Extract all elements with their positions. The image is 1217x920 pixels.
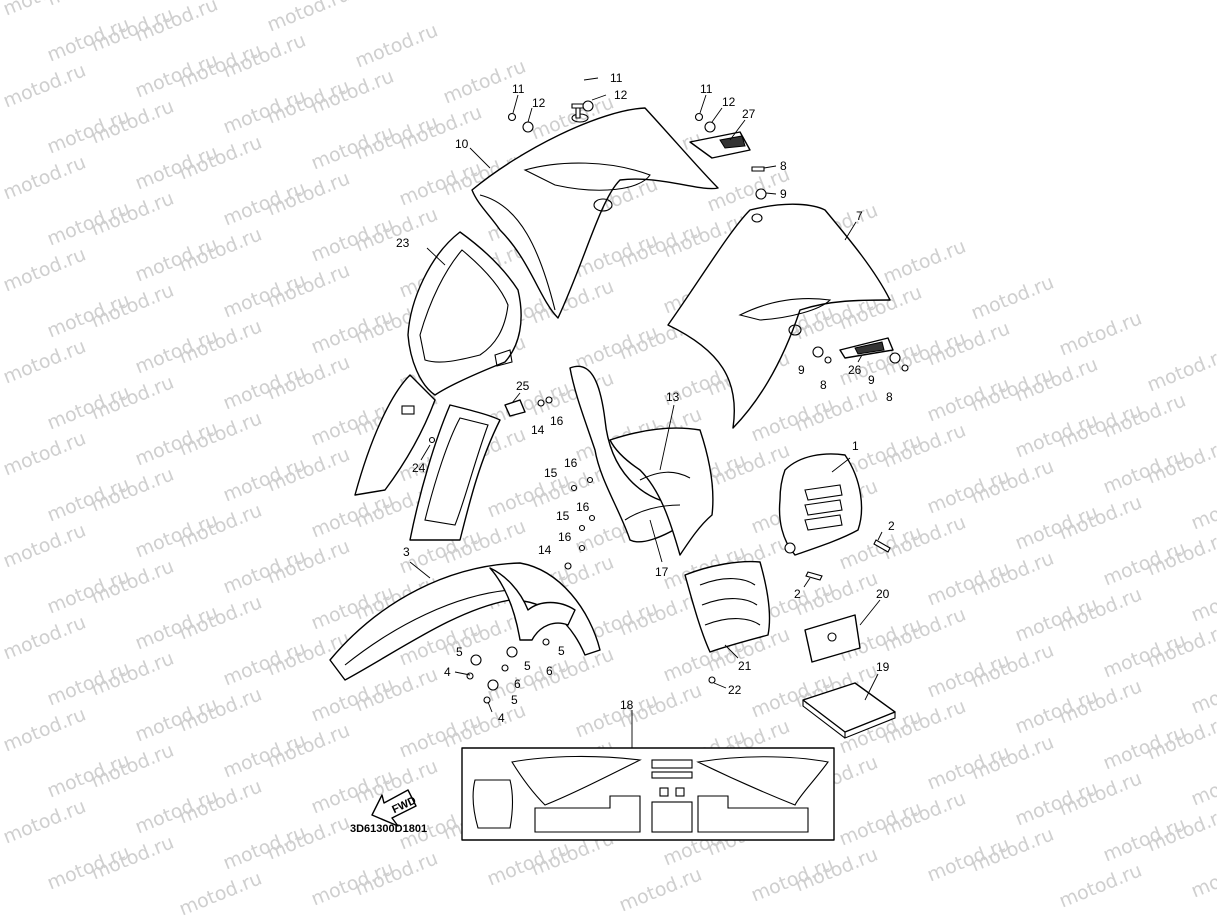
callout-12-b: 12 [614, 88, 628, 102]
callout-1: 1 [852, 439, 859, 453]
callout-26: 26 [848, 363, 862, 377]
callout-19: 19 [876, 660, 890, 674]
part-upper-cowl [471, 107, 719, 319]
callout-10: 10 [455, 137, 469, 151]
callout-13: 13 [666, 390, 680, 404]
callout-3: 3 [403, 545, 410, 559]
callout-2-a: 2 [888, 519, 895, 533]
callout-11-c: 11 [700, 82, 713, 96]
callout-20: 20 [876, 587, 890, 601]
part-side-panel [667, 203, 891, 429]
callout-5-b: 5 [558, 644, 565, 658]
callout-6-b: 6 [514, 677, 521, 691]
part-25-clip [504, 399, 526, 417]
callout-22: 22 [728, 683, 742, 697]
callout-4-b: 4 [498, 711, 505, 725]
callout-6-a: 6 [546, 664, 553, 678]
callout-2-b: 2 [794, 587, 801, 601]
callout-5-a: 5 [456, 645, 463, 659]
part-decal-sheet [461, 747, 835, 841]
part-inner-panel [569, 365, 714, 556]
hardware-group [428, 100, 909, 704]
callout-labels: 11 12 11 12 10 11 12 27 8 9 7 23 9 8 26 … [350, 71, 895, 835]
callout-8-b: 8 [820, 378, 827, 392]
callout-17: 17 [655, 565, 669, 579]
callout-18: 18 [620, 698, 634, 712]
callout-16-d: 16 [558, 530, 572, 544]
part-side-cover [778, 453, 863, 556]
part-front-fender [329, 562, 601, 681]
part-19-sheet [802, 682, 896, 739]
callout-15-a: 15 [544, 466, 558, 480]
callout-4-a: 4 [444, 665, 451, 679]
part-27-bracket [689, 131, 751, 159]
callout-5-d: 5 [511, 693, 518, 707]
callout-27: 27 [742, 107, 756, 121]
callout-23: 23 [396, 236, 410, 250]
callout-7: 7 [856, 209, 863, 223]
part-headlight-cowl [354, 231, 522, 541]
callout-5-c: 5 [524, 659, 531, 673]
diagram-code: 3D61300D1801 [350, 823, 427, 835]
part-radiator-shroud [684, 560, 771, 653]
callout-16-a: 16 [550, 414, 564, 428]
callout-14-a: 14 [531, 423, 545, 437]
callout-11-a: 11 [512, 82, 525, 96]
callout-9-c: 9 [868, 373, 875, 387]
callout-25: 25 [516, 379, 530, 393]
callout-24: 24 [412, 461, 426, 475]
part-20-pad [804, 614, 861, 663]
callout-11-b: 11 [610, 71, 623, 85]
callout-9-a: 9 [780, 187, 787, 201]
callout-16-b: 16 [564, 456, 578, 470]
callout-12-a: 12 [532, 96, 546, 110]
fwd-arrow-icon: FWD [371, 789, 418, 827]
callout-8-c: 8 [886, 390, 893, 404]
part-26-bracket [839, 337, 894, 359]
callout-12-c: 12 [722, 95, 736, 109]
callout-14-b: 14 [538, 543, 552, 557]
callout-8-a: 8 [780, 159, 787, 173]
callout-9-b: 9 [798, 363, 805, 377]
callout-16-c: 16 [576, 500, 590, 514]
callout-15-b: 15 [556, 509, 570, 523]
leader-lines [409, 77, 883, 748]
callout-21: 21 [738, 659, 752, 673]
